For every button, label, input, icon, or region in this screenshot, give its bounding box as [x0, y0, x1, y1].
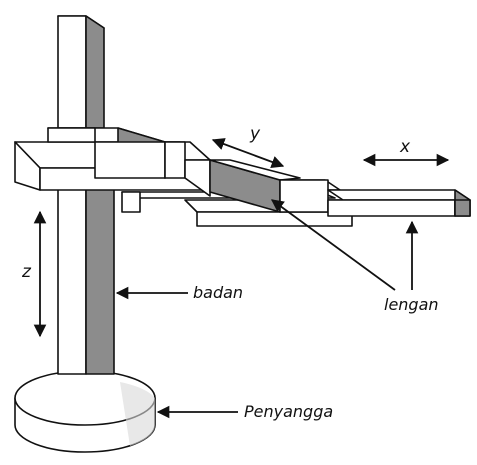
label-y: y: [249, 124, 261, 144]
label-x: x: [399, 137, 411, 157]
label-z: z: [21, 262, 32, 282]
arm-x-segment: [327, 189, 471, 217]
base-cylinder: [14, 370, 156, 453]
column-upper: [57, 15, 105, 129]
column-lower: [57, 187, 115, 375]
y-motion-arrow: [211, 138, 285, 168]
arm-leader-line-1: [270, 199, 396, 291]
upper-slider-block: [47, 127, 166, 179]
label-arm: lengan: [384, 295, 439, 314]
label-body: badan: [193, 283, 243, 302]
label-base: Penyangga: [244, 402, 333, 421]
